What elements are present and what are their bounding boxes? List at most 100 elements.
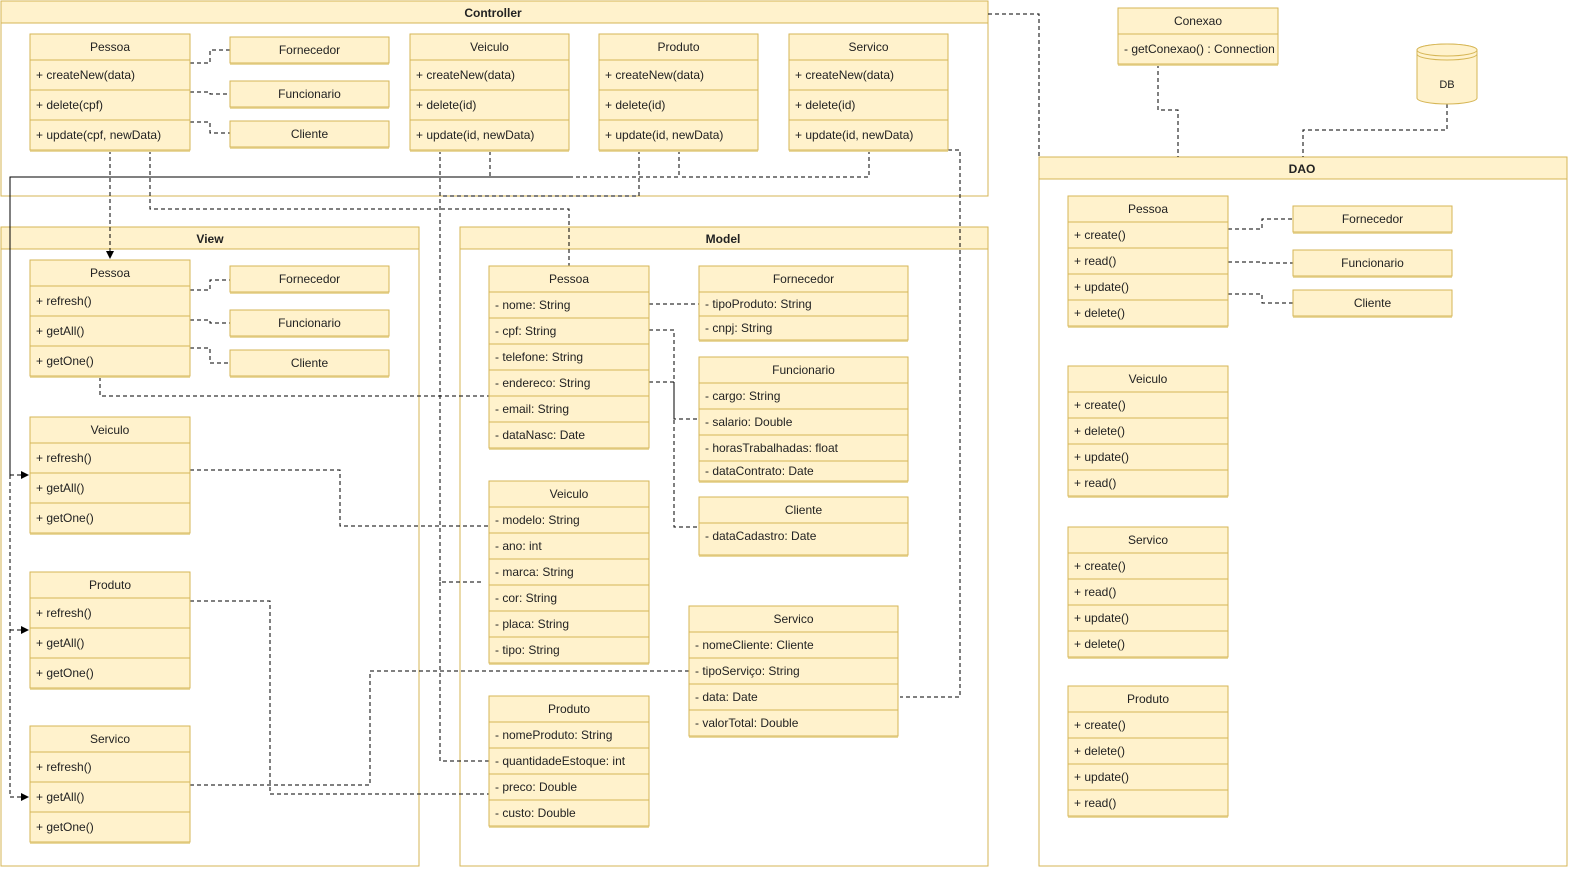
class-member: + refresh() xyxy=(36,606,92,620)
package-header xyxy=(0,0,989,24)
class-member: + getOne() xyxy=(36,354,94,368)
class-box xyxy=(229,349,390,377)
class-member: + update(id, newData) xyxy=(795,128,913,142)
class-member: - cor: String xyxy=(495,591,557,605)
class-dao-veiculo[interactable]: Veiculo+ create()+ delete()+ update()+ r… xyxy=(1067,365,1229,498)
class-box xyxy=(788,33,949,151)
class-member: - endereco: String xyxy=(495,376,590,390)
class-member: + delete(id) xyxy=(416,98,476,112)
class-title: Fornecedor xyxy=(1342,212,1403,226)
connector-model-pessoa-cliente xyxy=(649,381,699,528)
class-box xyxy=(698,265,909,341)
class-dao-produto[interactable]: Produto+ create()+ delete()+ update()+ r… xyxy=(1067,685,1229,818)
database-top xyxy=(1416,43,1478,57)
class-member: - preco: Double xyxy=(495,780,577,794)
class-member: - ano: int xyxy=(495,539,542,553)
package-header xyxy=(0,226,420,250)
connector-ctrl-produto-bus xyxy=(489,150,680,178)
class-member: + createNew(data) xyxy=(605,68,704,82)
class-box xyxy=(229,36,390,64)
class-member: - tipo: String xyxy=(495,643,560,657)
class-box xyxy=(1292,289,1453,317)
package-title: Model xyxy=(706,232,741,246)
class-member: + update(id, newData) xyxy=(416,128,534,142)
class-model-funcionario[interactable]: Funcionario- cargo: String- salario: Dou… xyxy=(698,356,909,483)
class-box xyxy=(598,33,759,151)
class-member: + update() xyxy=(1074,450,1129,464)
package-header xyxy=(459,226,989,250)
connector-db-to-dao xyxy=(1302,104,1448,157)
database-rim xyxy=(1416,53,1478,61)
package-title: View xyxy=(196,232,224,246)
class-ctrl-produto[interactable]: Produto+ createNew(data)+ delete(id)+ up… xyxy=(598,33,759,152)
class-member: + getAll() xyxy=(36,636,84,650)
class-ctrl-pessoa[interactable]: Pessoa+ createNew(data)+ delete(cpf)+ up… xyxy=(29,33,191,152)
class-member: + createNew(data) xyxy=(416,68,515,82)
class-box xyxy=(409,33,570,151)
connector-controller-to-dao xyxy=(988,13,1040,157)
class-title: Fornecedor xyxy=(279,43,340,57)
class-member: + delete(id) xyxy=(795,98,855,112)
class-dao-fornecedor[interactable]: Fornecedor xyxy=(1292,205,1453,234)
class-model-produto[interactable]: Produto- nomeProduto: String- quantidade… xyxy=(488,695,650,828)
class-member: + update() xyxy=(1074,280,1129,294)
class-dao-cliente[interactable]: Cliente xyxy=(1292,289,1453,318)
class-view-fornecedor[interactable]: Fornecedor xyxy=(229,265,390,294)
class-ctrl-servico[interactable]: Servico+ createNew(data)+ delete(id)+ up… xyxy=(788,33,949,152)
class-title: Servico xyxy=(1128,533,1168,547)
class-model-fornecedor[interactable]: Fornecedor- tipoProduto: String- cnpj: S… xyxy=(698,265,909,342)
class-ctrl-funcionario[interactable]: Funcionario xyxy=(229,80,390,109)
class-view-funcionario[interactable]: Funcionario xyxy=(229,309,390,338)
class-model-pessoa[interactable]: Pessoa- nome: String- cpf: String- telef… xyxy=(488,265,650,450)
class-member: + create() xyxy=(1074,718,1126,732)
class-member: + create() xyxy=(1074,398,1126,412)
class-box xyxy=(698,496,909,556)
class-box xyxy=(29,33,191,151)
class-box xyxy=(229,80,390,108)
class-title: Veiculo xyxy=(1129,372,1168,386)
class-box xyxy=(1292,205,1453,233)
class-ctrl-cliente[interactable]: Cliente xyxy=(229,120,390,149)
class-dao-funcionario[interactable]: Funcionario xyxy=(1292,249,1453,278)
connector-ctrl-pessoa-funcionario xyxy=(190,91,230,95)
class-ctrl-fornecedor[interactable]: Fornecedor xyxy=(229,36,390,65)
class-view-produto[interactable]: Produto + refresh() + getAll() + getOne() xyxy=(29,571,191,690)
class-model-servico[interactable]: Servico- nomeCliente: Cliente- tipoServi… xyxy=(688,605,899,738)
connector-ctrl-pessoa-fornecedor xyxy=(190,49,230,64)
class-member: - placa: String xyxy=(495,617,569,631)
class-box xyxy=(229,309,390,337)
class-title: Pessoa xyxy=(549,272,589,286)
class-box xyxy=(29,725,191,843)
class-dao-servico[interactable]: Servico+ create()+ read()+ update()+ del… xyxy=(1067,526,1229,659)
class-box xyxy=(488,695,650,827)
class-member: - nome: String xyxy=(495,298,570,312)
class-member: + getOne() xyxy=(36,666,94,680)
class-title: Produto xyxy=(89,578,131,592)
class-member: + delete() xyxy=(1074,306,1125,320)
class-model-veiculo[interactable]: Veiculo- modelo: String- ano: int- marca… xyxy=(488,480,650,665)
class-ctrl-veiculo[interactable]: Veiculo+ createNew(data)+ delete(id)+ up… xyxy=(409,33,570,152)
connector-conexao-to-dao xyxy=(1157,64,1179,157)
class-view-veiculo[interactable]: Veiculo+ refresh()+ getAll()+ getOne() xyxy=(29,416,191,535)
class-box xyxy=(29,571,191,689)
class-member: + createNew(data) xyxy=(795,68,894,82)
connector-ctrl-produto-to-view xyxy=(440,150,640,197)
class-title: Cliente xyxy=(291,127,329,141)
connector-dao-pessoa-funcionario xyxy=(1228,261,1293,264)
class-member: + read() xyxy=(1074,585,1116,599)
class-member: + refresh() xyxy=(36,294,92,308)
class-member: + read() xyxy=(1074,476,1116,490)
class-member: - valorTotal: Double xyxy=(695,716,799,730)
class-member: - modelo: String xyxy=(495,513,580,527)
class-model-cliente[interactable]: Cliente- dataCadastro: Date xyxy=(698,496,909,557)
class-view-servico[interactable]: Servico+ refresh()+ getAll()+ getOne() xyxy=(29,725,191,844)
class-view-pessoa[interactable]: Pessoa+ refresh()+ getAll()+ getOne() xyxy=(29,259,191,378)
class-member: - nomeProduto: String xyxy=(495,728,612,742)
class-box xyxy=(688,605,899,737)
class-title: Pessoa xyxy=(90,266,130,280)
class-member: + delete(cpf) xyxy=(36,98,103,112)
class-dao-pessoa[interactable]: Pessoa+ create()+ read()+ update()+ dele… xyxy=(1067,195,1229,328)
class-conexao[interactable]: Conexao- getConexao() : Connection xyxy=(1117,7,1279,66)
class-view-cliente[interactable]: Cliente xyxy=(229,349,390,378)
class-title: Produto xyxy=(1127,692,1169,706)
